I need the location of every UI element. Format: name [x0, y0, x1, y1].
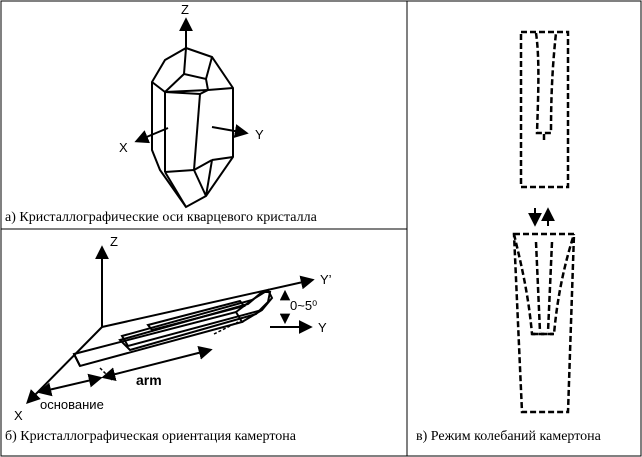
panel-b-caption: б) Кристаллографическая ориентация камер… [5, 429, 297, 444]
panel-a-caption: а) Кристаллографические оси кварцевого к… [5, 210, 318, 225]
panel-c-caption: в) Режим колебаний камертона [416, 429, 602, 444]
panel-b-base-label: основание [40, 397, 104, 412]
panel-a-axis-y-label: Y [255, 127, 264, 142]
panel-c-vibration-mode: в) Режим колебаний камертона [416, 30, 602, 444]
panel-a-axis-x-label: X [119, 140, 128, 155]
panel-a-axis-z-label: Z [181, 2, 189, 17]
panel-b-axis-y-prime-label: Y’ [320, 272, 332, 287]
panel-b-tuning-fork-orientation: Z X Y’ Y 0~5⁰ arm основание [5, 234, 332, 444]
panel-b-arm-label: arm [136, 372, 162, 388]
panel-b-angle-label: 0~5⁰ [290, 298, 317, 313]
panel-a-quartz-crystal: Z X Y а) Кристаллографические оси кварце… [5, 2, 318, 225]
panel-b-axis-z-label: Z [110, 234, 118, 249]
panel-b-axis-x-label: X [14, 408, 23, 423]
panel-b-axis-y-label: Y [318, 320, 327, 335]
